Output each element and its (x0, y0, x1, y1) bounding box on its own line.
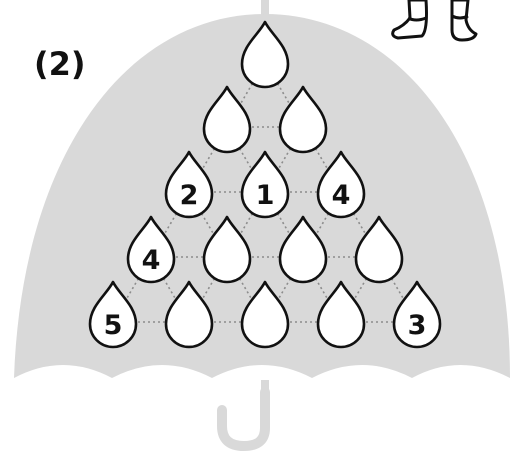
drop-shape (164, 280, 214, 349)
drop-cell[interactable] (240, 20, 290, 89)
drop-number: 1 (256, 180, 275, 211)
drop-shape (354, 215, 404, 284)
drop-cell: 5 (88, 280, 138, 349)
drop-shape (88, 280, 138, 349)
drop-number: 2 (180, 180, 199, 211)
drop-cell: 1 (240, 150, 290, 219)
drop-shape (316, 150, 366, 219)
drop-shape (164, 150, 214, 219)
drop-shape (278, 85, 328, 154)
drop-shape (278, 215, 328, 284)
drop-cell[interactable] (354, 215, 404, 284)
drop-cell: 3 (392, 280, 442, 349)
umbrella-handle (217, 387, 270, 452)
drop-cell[interactable] (202, 85, 252, 154)
drop-shape (202, 85, 252, 154)
drop-number: 4 (142, 245, 161, 276)
drop-cell[interactable] (164, 280, 214, 349)
drop-number: 4 (332, 180, 351, 211)
drop-cell[interactable] (202, 215, 252, 284)
puzzle-number-label: (2) (34, 45, 86, 83)
drop-shape (316, 280, 366, 349)
drop-shape (392, 280, 442, 349)
drop-cell: 4 (126, 215, 176, 284)
drop-shape (240, 150, 290, 219)
umbrella-tip (261, 0, 269, 16)
drop-cell[interactable] (240, 280, 290, 349)
drop-grid: 2 1 4 4 5 3 (88, 20, 442, 349)
drop-cell[interactable] (278, 215, 328, 284)
drop-cell[interactable] (316, 280, 366, 349)
drop-cell: 4 (316, 150, 366, 219)
drop-shape (126, 215, 176, 284)
drop-shape (240, 280, 290, 349)
drop-shape (202, 215, 252, 284)
drop-number: 3 (408, 310, 427, 341)
drop-shape (240, 20, 290, 89)
drop-number: 5 (104, 310, 123, 341)
elf-boots-icon (391, 0, 478, 42)
drop-cell: 2 (164, 150, 214, 219)
drop-cell[interactable] (278, 85, 328, 154)
